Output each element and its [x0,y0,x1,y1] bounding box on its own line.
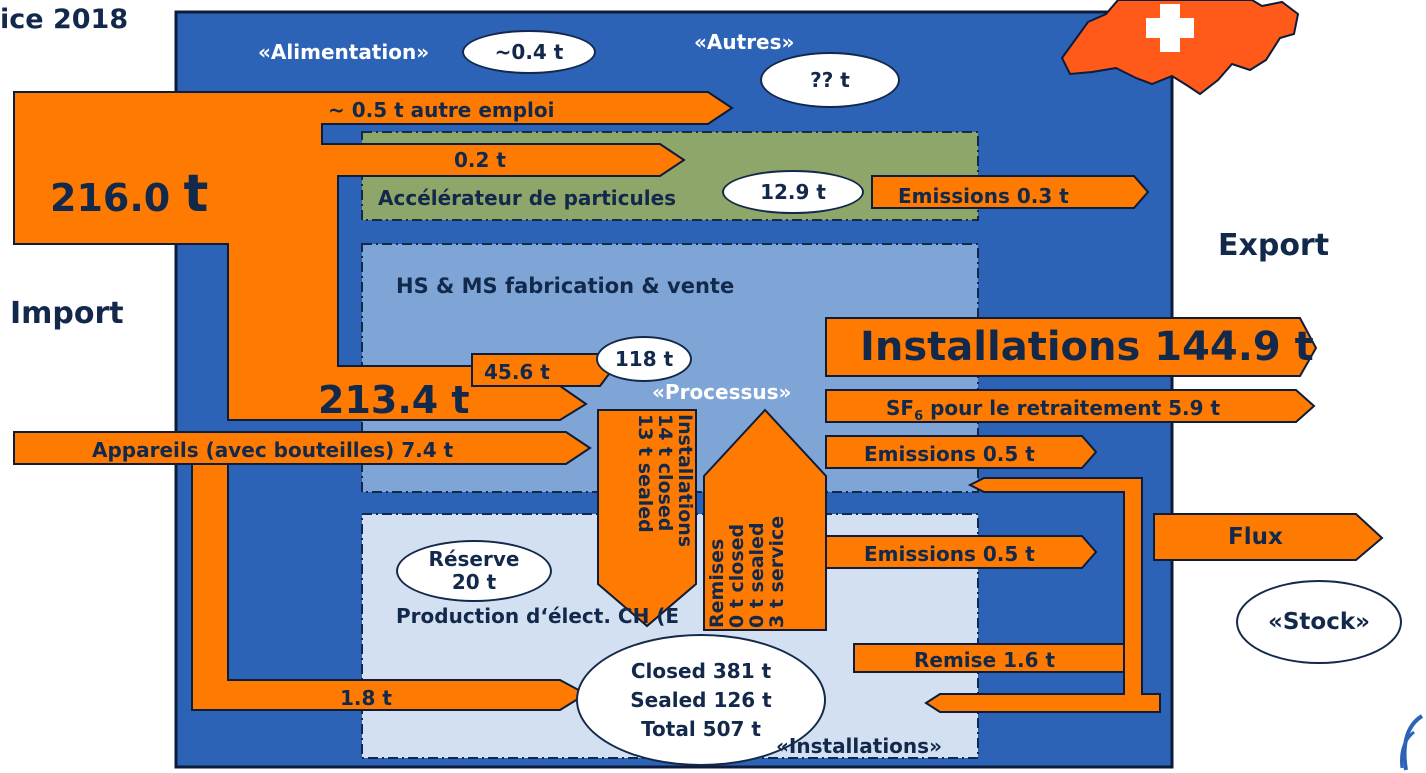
accelerator-emissions-label: Emissions 0.3 t [898,184,1069,208]
installations-export-arrow [825,317,1318,377]
hs-emissions-label: Emissions 0.5 t [864,442,1035,466]
export-label: Export [1218,228,1330,263]
import-label: Import [10,296,124,331]
accelerator-stock: 12.9 t [722,170,864,214]
autres-label: «Autres» [694,30,795,54]
flux-label: Flux [1228,524,1283,550]
production-feed-arrow [191,463,589,711]
production-label: Production d‘élect. CH (E [396,604,680,628]
remises-up-arrow [703,408,827,631]
accelerator-emissions-arrow [871,175,1150,209]
flow-to-processus-arrow [471,353,614,387]
title-fragment: ice 2018 [0,4,129,35]
to-production-label: 1.8 t [340,686,392,710]
hs-emissions-arrow [825,435,1098,469]
to-accelerator-label: 0.2 t [454,148,506,172]
stock-legend: «Stock» [1236,580,1402,664]
to-hs-ms-value: 213.4 t [318,378,470,422]
alimentation-stock: ~0.4 t [462,30,596,74]
hs-ms-stock: 118 t [596,336,692,382]
processus-label: «Processus» [652,380,792,404]
appliances-label: Appareils (avec bouteilles) 7.4 t [92,438,454,462]
installations-tag: «Installations» [776,734,942,758]
return-loop-arrow [924,477,1161,713]
flux-legend-arrow [1153,513,1384,561]
swiss-cross-horizontal [1146,18,1194,38]
autres-stock: ?? t [760,52,900,108]
accelerator-label: Accélérateur de particules [378,186,677,210]
installations-export-label: Installations 144.9 t [860,324,1314,370]
prod-emissions-label: Emissions 0.5 t [864,542,1035,566]
alimentation-label: «Alimentation» [258,40,430,64]
to-processus-label: 45.6 t [484,360,550,384]
installations-down-label: Installations 14 t closed 13 t sealed [634,414,696,548]
import-main-arrow [13,91,734,421]
installations-down-arrow [597,409,697,628]
appliances-arrow [13,431,592,465]
other-use-label: ~ 0.5 t autre emploi [328,98,555,122]
logo-fragment-icon [1400,714,1424,771]
hs-ms-label: HS & MS fabrication & vente [396,274,735,298]
total-import-value: 216.0 t [50,164,209,224]
retraitement-arrow [825,389,1316,423]
remises-up-label: Remises 0 t closed 0 t sealed 3 t servic… [706,515,788,628]
remise-label: Remise 1.6 t [914,648,1056,672]
retraitement-label: SF6 pour le retraitement 5.9 t [886,396,1221,424]
